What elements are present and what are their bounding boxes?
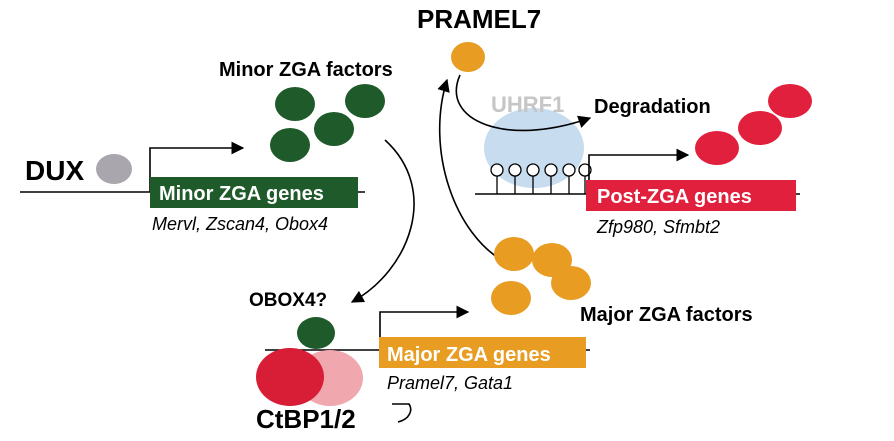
dux-protein	[96, 154, 132, 184]
post-zga-protein	[738, 111, 782, 145]
ctbp-label: CtBP1/2	[256, 404, 356, 434]
post-zga-gene-label: Post-ZGA genes	[597, 186, 752, 208]
minor-factor-protein	[314, 112, 354, 146]
uhrf1-label: UHRF1	[491, 92, 564, 117]
minor-zga-gene-label: Minor ZGA genes	[159, 183, 324, 205]
minor-zga-locus: Minor ZGA genes Mervl, Zscan4, Obox4	[20, 141, 365, 234]
major-zga-examples: Pramel7, Gata1	[387, 373, 513, 393]
lollipop-icon	[490, 163, 504, 177]
pramel7-label: PRAMEL7	[417, 4, 541, 34]
major-zga-gene-box	[379, 337, 586, 368]
major-factor-protein	[491, 281, 531, 315]
post-zga-locus: Post-ZGA genes Zfp980, Sfmbt2	[475, 148, 800, 237]
major-factor-cluster	[491, 237, 591, 315]
post-zga-gene-box	[586, 180, 796, 211]
minor-factor-protein	[345, 84, 385, 118]
obox4-protein	[297, 317, 335, 349]
pramel7-to-degradation-arrow	[455, 74, 592, 132]
methylation-lollipops	[490, 163, 592, 194]
minor-factor-protein	[275, 87, 315, 121]
minor-factor-protein	[270, 128, 310, 162]
major-factor-protein	[494, 237, 534, 271]
minor-zga-examples: Mervl, Zscan4, Obox4	[152, 214, 328, 234]
lollipop-icon	[508, 163, 522, 177]
ctbp-complex	[256, 348, 363, 406]
major-to-pramel7-arrow	[437, 78, 506, 263]
lollipop-icon	[578, 163, 592, 177]
lollipop-icon	[544, 163, 558, 177]
dux-label: DUX	[25, 155, 84, 186]
post-zga-examples: Zfp980, Sfmbt2	[596, 217, 720, 237]
major-zga-locus: Major ZGA genes Pramel7, Gata1	[265, 305, 590, 393]
ctbp1-protein	[256, 348, 324, 406]
post-zga-protein	[768, 84, 812, 118]
minor-factor-cluster	[270, 84, 385, 162]
lollipop-icon	[526, 163, 540, 177]
minor-factors-label: Minor ZGA factors	[219, 59, 393, 81]
major-factor-protein	[551, 266, 591, 300]
obox4-label: OBOX4?	[249, 290, 327, 311]
degradation-label: Degradation	[594, 96, 711, 118]
inhibition-icon	[392, 403, 412, 423]
post-zga-protein	[695, 131, 739, 165]
lollipop-icon	[562, 163, 576, 177]
minor-zga-gene-box	[150, 177, 358, 208]
major-zga-gene-label: Major ZGA genes	[387, 344, 551, 366]
pramel7-protein	[451, 42, 485, 72]
post-zga-protein-cluster	[695, 84, 812, 165]
major-factors-label: Major ZGA factors	[580, 304, 753, 326]
minor-to-obox4-arrow	[350, 139, 415, 303]
